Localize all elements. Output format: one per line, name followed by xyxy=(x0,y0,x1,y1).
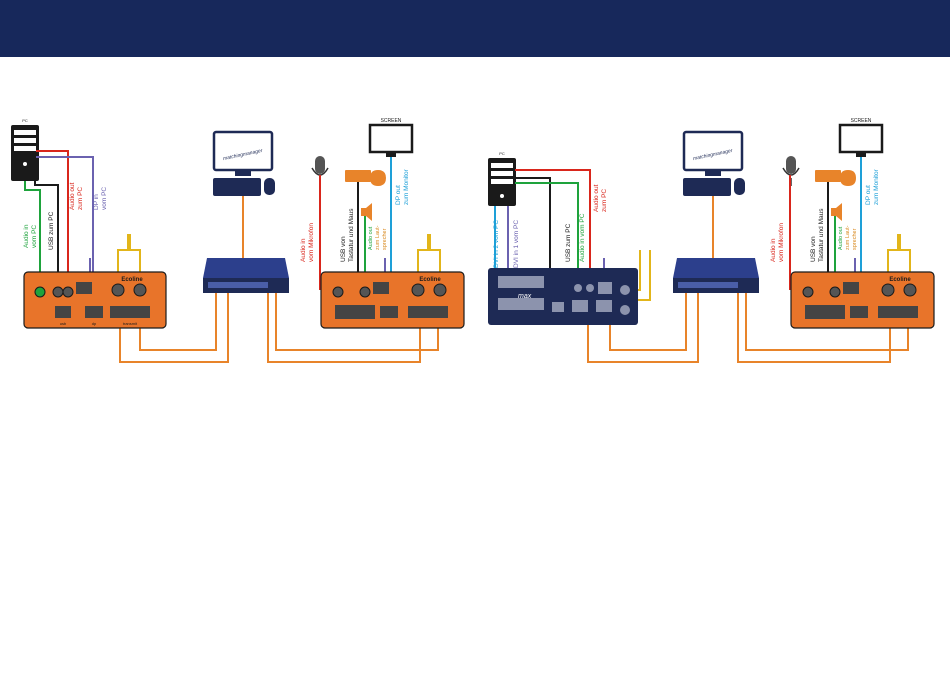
svg-text:DVI in 2 vom PC: DVI in 2 vom PC xyxy=(493,220,500,268)
port-label-dp-left: dp xyxy=(92,321,97,326)
svg-text:Audio in vom PC: Audio in vom PC xyxy=(23,223,38,248)
svg-text:DP in vom PC: DP in vom PC xyxy=(93,187,108,210)
pc-label-right: PC xyxy=(499,151,505,156)
pc-label-left: PC xyxy=(22,118,28,123)
ecoline-brand-left: Ecoline xyxy=(121,277,143,283)
manager-monitor-left: matchingmanager xyxy=(212,130,275,196)
speaker-icon xyxy=(361,203,372,221)
cables-right xyxy=(494,157,911,363)
cable-labels-left: Audio in vom PC USB zum PC Audio out zum… xyxy=(23,168,410,262)
manager-monitor-right: matchingmanager xyxy=(682,130,745,196)
svg-text:USB zum PC: USB zum PC xyxy=(48,211,55,250)
svg-text:DVI in 1 vom PC: DVI in 1 vom PC xyxy=(513,220,520,268)
ecoline-device-left: Ecoline usb dp transmit xyxy=(23,271,167,329)
svg-text:USB von Tastatur und Mau: USB von Tastatur und Maus xyxy=(810,208,825,262)
svg-text:USB zum PC: USB zum PC xyxy=(565,223,572,262)
svg-text:Audio out zum Laut-: Audio out zum Laut- sprecher xyxy=(368,224,388,250)
ecoline-device-left-2: Ecoline xyxy=(320,271,465,329)
svg-text:Audio in vom Mikrofon: Audio in vom Mikrofon xyxy=(300,223,315,262)
port-label-transmit-left: transmit xyxy=(123,321,138,326)
speaker-icon xyxy=(831,203,842,221)
svg-text:Audio in vom Mikrofon: Audio in vom Mikrofon xyxy=(770,223,785,262)
pc-tower-right: PC xyxy=(488,151,516,206)
ecoline-device-right: Ecoline xyxy=(790,271,935,329)
max-device-right: max xyxy=(488,268,638,325)
screen-label-left: SCREEN xyxy=(381,118,402,124)
svg-text:USB von Tastatur und Mau: USB von Tastatur und Maus xyxy=(340,208,355,262)
max-brand: max xyxy=(518,293,532,300)
cable-labels-right: DVI in 2 vom PC DVI in 1 vom PC USB zum … xyxy=(493,168,880,268)
svg-text:DP out zum Monitor: DP out zum Monitor xyxy=(395,168,410,205)
keyboard-icon xyxy=(345,170,386,186)
screen-label-right: SCREEN xyxy=(851,118,872,124)
svg-text:Audio out zum PC: Audio out zum PC xyxy=(593,183,608,212)
svg-text:Audio out zum PC: Audio out zum PC xyxy=(69,181,84,210)
screen-left: SCREEN xyxy=(368,118,414,157)
network-switch-left xyxy=(203,258,289,293)
svg-text:DP out zum Monitor: DP out zum Monitor xyxy=(865,168,880,205)
svg-text:Audio in vom PC: Audio in vom PC xyxy=(579,213,586,262)
pc-tower-left: PC xyxy=(11,118,39,181)
port-label-usb-left: usb xyxy=(60,321,67,326)
ecoline-brand-left-2: Ecoline xyxy=(419,277,441,283)
screen-right: SCREEN xyxy=(838,118,884,157)
header-bar xyxy=(0,0,950,57)
keyboard-icon xyxy=(815,170,856,186)
network-switch-right xyxy=(673,258,759,293)
svg-text:Audio out zum Laut-: Audio out zum Laut- sprecher xyxy=(838,224,858,250)
ecoline-brand-right: Ecoline xyxy=(889,277,911,283)
